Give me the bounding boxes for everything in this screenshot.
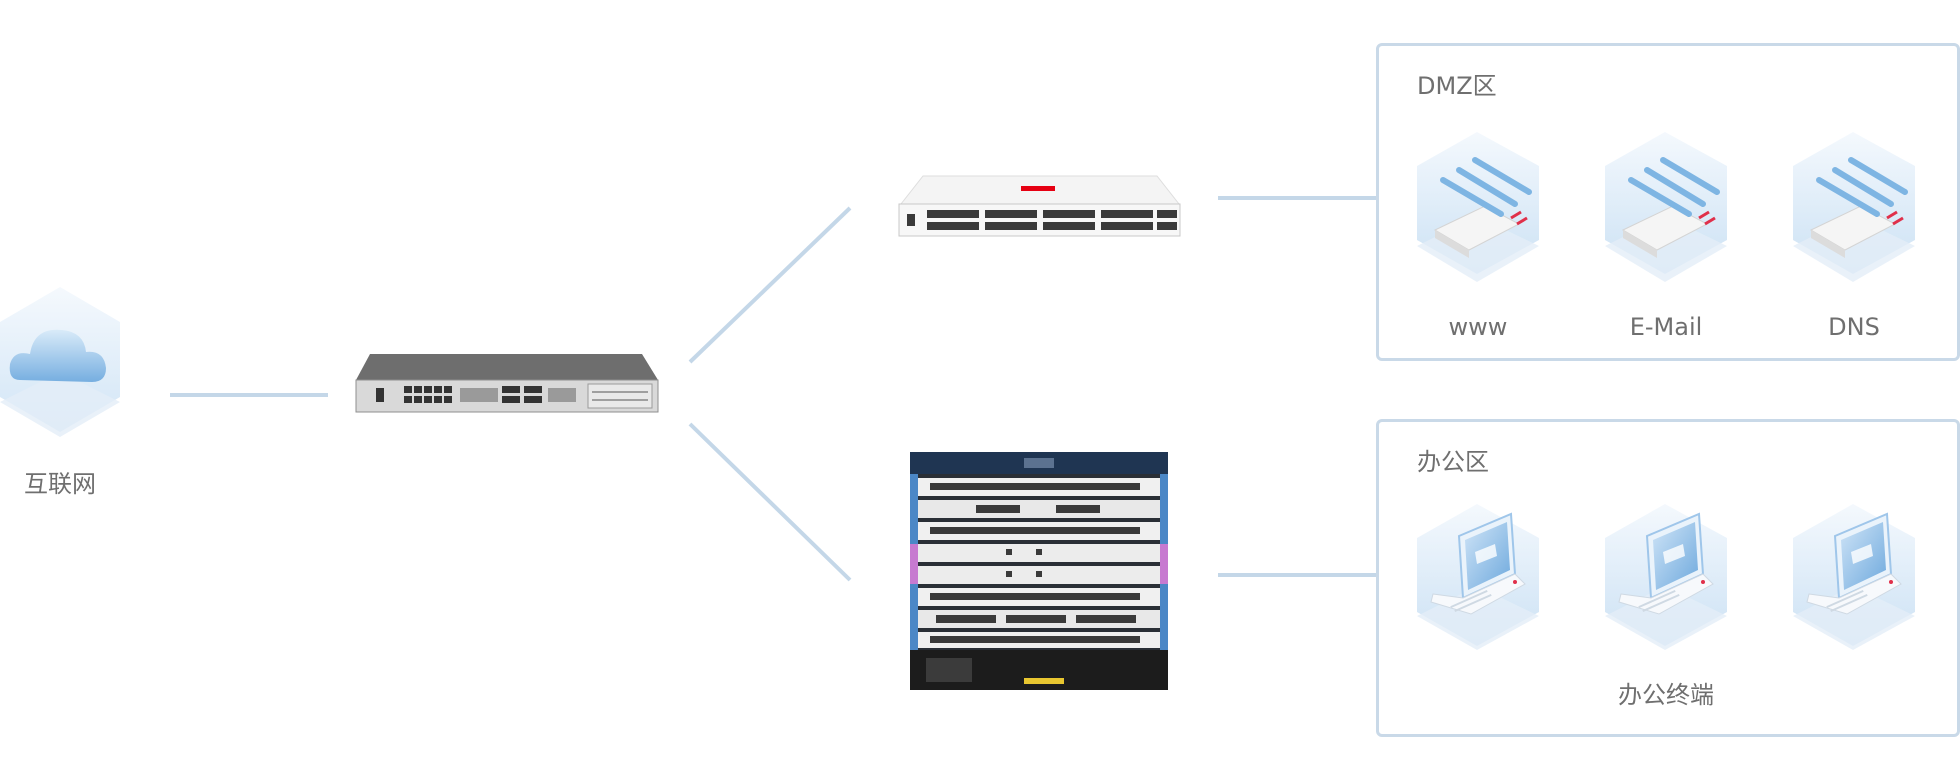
office-zone-title: 办公区 <box>1417 448 1489 476</box>
dmz-zone-title: DMZ区 <box>1417 72 1497 100</box>
laptop-icon <box>1605 504 1727 650</box>
dmz-server-www: www <box>1415 118 1541 348</box>
internet-node: 互联网 <box>0 272 125 498</box>
server-icon <box>1793 132 1915 282</box>
chassis-switch-icon <box>910 452 1168 690</box>
rack-switch-icon <box>898 175 1181 237</box>
server-icon <box>1605 132 1727 282</box>
dmz-server-label: E-Mail <box>1629 313 1703 341</box>
dmz-server-label: DNS <box>1828 313 1880 341</box>
firewall-appliance-icon <box>355 354 659 413</box>
cloud-icon <box>0 287 120 437</box>
server-icon <box>1417 132 1539 282</box>
office-terminals-label: 办公终端 <box>1618 681 1714 709</box>
dmz-server-dns: DNS <box>1791 118 1917 348</box>
laptop-icon <box>1417 504 1539 650</box>
office-zone: 办公区 <box>1376 419 1960 737</box>
line-firewall-switch-top <box>688 206 852 364</box>
dmz-server-email: E-Mail <box>1603 118 1729 348</box>
laptop-icon <box>1793 504 1915 650</box>
dmz-server-label: www <box>1448 313 1508 341</box>
line-firewall-switch-bottom <box>688 422 852 582</box>
dmz-zone: DMZ区 www <box>1376 43 1960 361</box>
internet-label: 互联网 <box>24 470 96 498</box>
